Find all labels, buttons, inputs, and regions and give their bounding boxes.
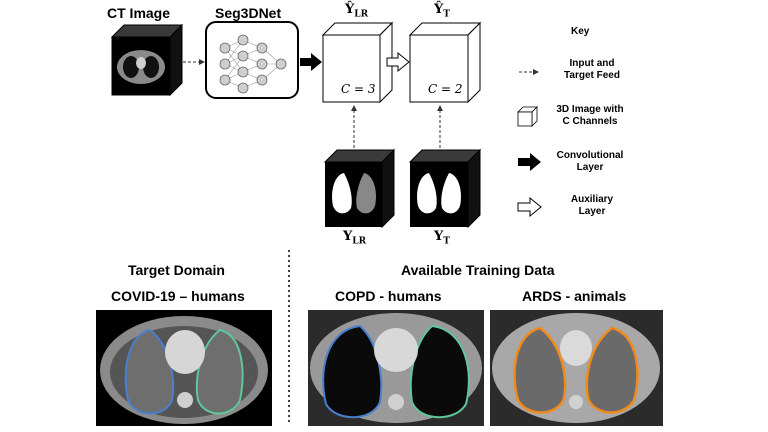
channels-2-label: C = 2: [428, 82, 463, 96]
y-lr-hat-label: ŶLR: [345, 2, 369, 20]
y-t-label: YT: [434, 229, 450, 247]
y-t-cube: [408, 148, 482, 229]
y-lr-label: YLR: [343, 229, 367, 247]
key-title: Key: [571, 26, 590, 37]
seg3dnet-label: Seg3DNet: [215, 5, 282, 21]
key-conv-arrow: [518, 153, 541, 171]
key-aux-arrow: [517, 196, 542, 218]
available-data-heading: Available Training Data: [401, 262, 555, 278]
y-lr-cube: [323, 148, 396, 229]
y-t-hat-label: ŶT: [434, 2, 450, 20]
conv-arrow: [300, 53, 322, 71]
y-lr-hat-cube: [321, 21, 394, 104]
aux-arrow: [386, 51, 410, 73]
ct-image-cube: [110, 23, 184, 97]
ards-ct-scan: [490, 310, 663, 426]
ct-image-label: CT Image: [107, 5, 171, 21]
seg3dnet-box: [205, 21, 299, 99]
channels-3-label: C = 3: [341, 82, 376, 96]
covid-heading: COVID-19 – humans: [111, 288, 245, 304]
covid-ct-scan: [96, 310, 272, 426]
y-t-hat-cube: [408, 21, 482, 104]
copd-heading: COPD - humans: [335, 288, 442, 304]
ards-heading: ARDS - animals: [522, 288, 627, 304]
target-domain-heading: Target Domain: [128, 262, 225, 278]
key-cube-icon: [517, 106, 538, 127]
copd-ct-scan: [308, 310, 484, 426]
